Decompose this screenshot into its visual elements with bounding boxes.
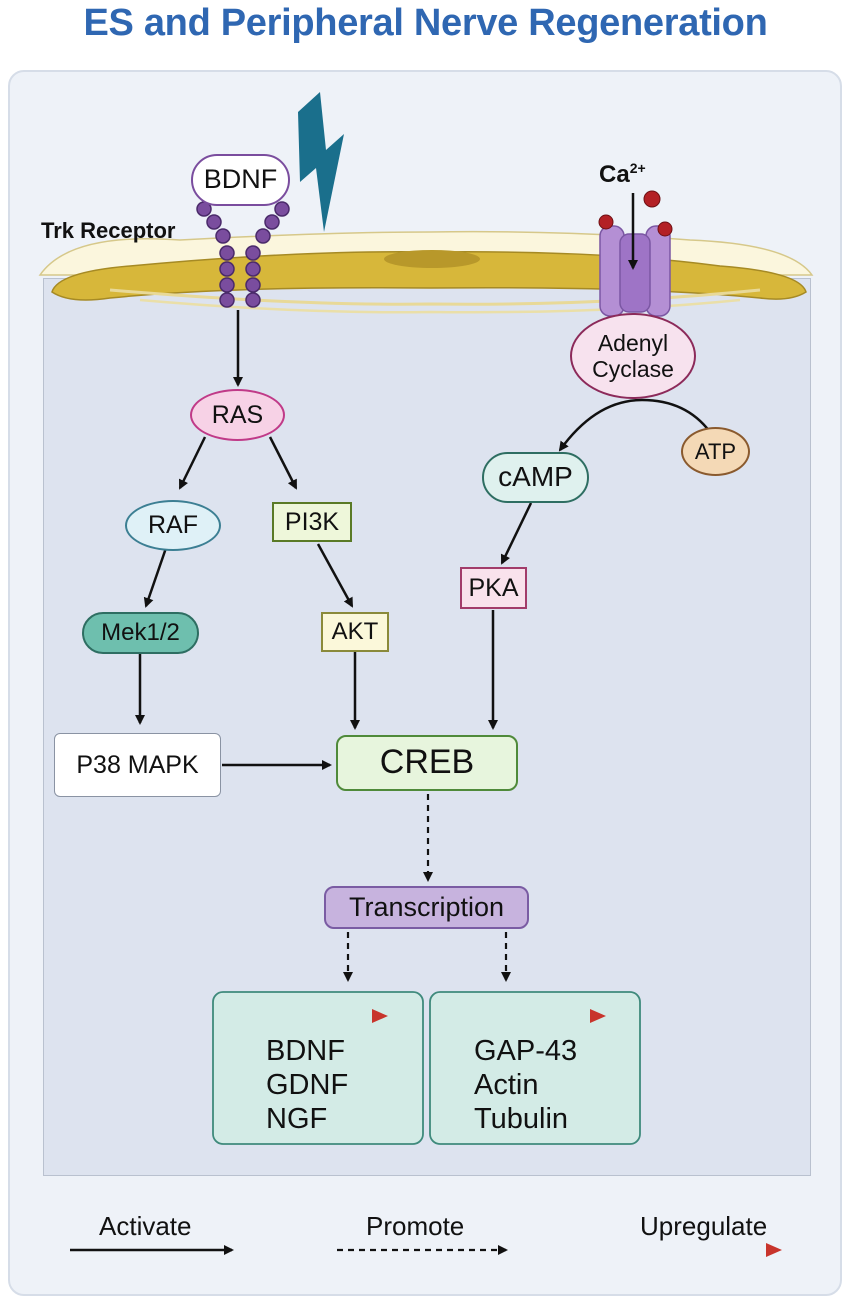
electrical-stimulation-bolt-icon <box>298 92 344 232</box>
p38-mapk-node: P38 MAPK <box>54 733 221 797</box>
adenyl-cyclase-node: Adenyl Cyclase <box>570 313 696 399</box>
calcium-label: Ca2+ <box>599 160 646 188</box>
ras-node: RAS <box>190 389 285 441</box>
cell-interior <box>43 278 811 1176</box>
creb-node: CREB <box>336 735 518 791</box>
list-item: GAP-43 <box>474 1035 578 1067</box>
page-title: ES and Peripheral Nerve Regeneration <box>83 2 768 44</box>
pi3k-node: PI3K <box>272 502 352 542</box>
pka-node: PKA <box>460 567 527 609</box>
trk-receptor-label: Trk Receptor <box>41 218 176 243</box>
trk-receptor-icon <box>196 201 290 308</box>
output-list-right: GAP-43 Actin Tubulin <box>474 1034 577 1136</box>
list-item: Tubulin <box>474 1103 569 1135</box>
arrow-atp-camp <box>558 398 711 452</box>
legend-upregulate-label: Upregulate <box>640 1211 768 1241</box>
arrow-pi3k-akt <box>316 543 354 608</box>
list-item: BDNF <box>266 1035 345 1067</box>
list-item: Actin <box>474 1069 539 1101</box>
transcription-node: Transcription <box>324 886 529 929</box>
bdnf-ligand: BDNF <box>191 154 290 206</box>
mek-node: Mek1/2 <box>82 612 199 654</box>
atp-node: ATP <box>681 427 750 476</box>
calcium-ion-icons <box>598 190 673 237</box>
raf-node: RAF <box>125 500 221 551</box>
legend-activate-label: Activate <box>99 1211 192 1241</box>
arrow-camp-pka <box>500 502 533 565</box>
list-item: NGF <box>266 1103 328 1135</box>
output-box-right <box>429 991 641 1145</box>
arrow-raf-mek <box>143 547 168 608</box>
output-box-left <box>212 991 424 1145</box>
arrow-ras-pi3k <box>268 436 298 490</box>
calcium-channel-icon <box>599 225 671 317</box>
akt-node: AKT <box>321 612 389 652</box>
output-list-left: BDNF GDNF NGF <box>266 1034 348 1136</box>
camp-node: cAMP <box>482 452 589 503</box>
list-item: GDNF <box>266 1069 349 1101</box>
legend-promote-label: Promote <box>366 1211 465 1241</box>
arrow-ras-raf <box>178 436 207 490</box>
